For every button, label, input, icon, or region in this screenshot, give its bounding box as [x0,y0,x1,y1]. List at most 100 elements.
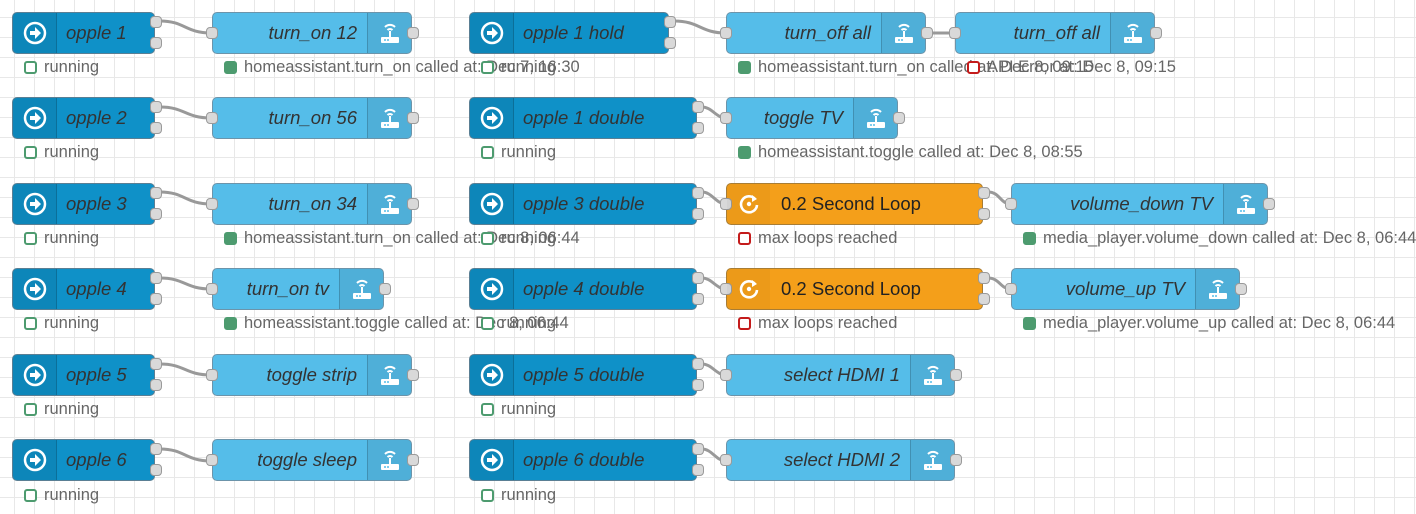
input-port[interactable] [720,112,732,124]
output-port[interactable] [921,27,933,39]
output-port[interactable] [664,37,676,49]
call-service-node-turn-on-12[interactable]: turn_on 12 [206,12,419,54]
node-status: running [481,57,556,77]
call-service-node-turn-on-tv[interactable]: turn_on tv [206,268,391,310]
inject-node-opple-4-double[interactable]: opple 4 double [469,268,704,310]
output-port[interactable] [692,101,704,113]
inject-node-opple-5[interactable]: opple 5 [12,354,162,396]
node-label: select HDMI 1 [783,364,900,385]
input-port[interactable] [206,454,218,466]
inject-node-opple-3[interactable]: opple 3 [12,183,162,225]
output-port[interactable] [692,379,704,391]
output-port[interactable] [150,101,162,113]
output-port[interactable] [150,187,162,199]
output-port[interactable] [692,122,704,134]
node-label: turn_on tv [246,278,329,299]
loop-node-0-2-second-loop[interactable]: 0.2 Second Loop [720,183,990,225]
output-port[interactable] [978,208,990,220]
output-port[interactable] [150,358,162,370]
output-port[interactable] [692,208,704,220]
inject-icon [470,440,514,480]
output-port[interactable] [379,283,391,295]
node-label: opple 3 double [523,193,645,214]
status-dot [481,317,494,330]
call-service-node-toggle-strip[interactable]: toggle strip [206,354,419,396]
output-port[interactable] [1263,198,1275,210]
input-port[interactable] [720,198,732,210]
output-port[interactable] [692,187,704,199]
call-service-node-select-hdmi-1[interactable]: select HDMI 1 [720,354,962,396]
input-port[interactable] [206,369,218,381]
output-port[interactable] [150,379,162,391]
inject-node-opple-5-double[interactable]: opple 5 double [469,354,704,396]
output-port[interactable] [150,208,162,220]
output-port[interactable] [692,443,704,455]
inject-node-opple-3-double[interactable]: opple 3 double [469,183,704,225]
call-service-node-toggle-sleep[interactable]: toggle sleep [206,439,419,481]
output-port[interactable] [692,272,704,284]
output-port[interactable] [150,122,162,134]
output-port[interactable] [978,272,990,284]
inject-node-opple-1[interactable]: opple 1 [12,12,162,54]
call-service-node-turn-on-56[interactable]: turn_on 56 [206,97,419,139]
output-port[interactable] [950,454,962,466]
inject-node-opple-1-double[interactable]: opple 1 double [469,97,704,139]
output-port[interactable] [150,464,162,476]
call-service-node-volume-down-tv[interactable]: volume_down TV [1005,183,1275,225]
output-port[interactable] [1235,283,1247,295]
inject-icon [13,355,57,395]
call-service-node-toggle-tv[interactable]: toggle TV [720,97,905,139]
output-port[interactable] [1150,27,1162,39]
node-status: homeassistant.turn_on called at: Dec 7, … [224,57,580,77]
input-port[interactable] [206,112,218,124]
output-port[interactable] [407,198,419,210]
call-service-node-turn-off-all[interactable]: turn_off all [949,12,1162,54]
output-port[interactable] [150,272,162,284]
output-port[interactable] [150,293,162,305]
inject-icon [470,355,514,395]
loop-node-0-2-second-loop[interactable]: 0.2 Second Loop [720,268,990,310]
input-port[interactable] [1005,198,1017,210]
call-service-node-turn-off-all[interactable]: turn_off all [720,12,933,54]
output-port[interactable] [692,358,704,370]
router-wifi-icon [339,269,383,309]
output-port[interactable] [692,293,704,305]
output-port[interactable] [407,112,419,124]
input-port[interactable] [206,283,218,295]
output-port[interactable] [978,293,990,305]
input-port[interactable] [720,454,732,466]
call-service-node-turn-on-34[interactable]: turn_on 34 [206,183,419,225]
call-service-node-volume-up-tv[interactable]: volume_up TV [1005,268,1247,310]
inject-node-opple-2[interactable]: opple 2 [12,97,162,139]
output-port[interactable] [150,16,162,28]
output-port[interactable] [150,37,162,49]
output-port[interactable] [150,443,162,455]
output-port[interactable] [407,454,419,466]
node-status: running [24,142,99,162]
output-port[interactable] [407,27,419,39]
inject-node-opple-1-hold[interactable]: opple 1 hold [469,12,676,54]
input-port[interactable] [1005,283,1017,295]
input-port[interactable] [206,198,218,210]
input-port[interactable] [720,27,732,39]
input-port[interactable] [206,27,218,39]
output-port[interactable] [978,187,990,199]
input-port[interactable] [720,369,732,381]
output-port[interactable] [692,464,704,476]
output-port[interactable] [664,16,676,28]
output-port[interactable] [893,112,905,124]
input-port[interactable] [720,283,732,295]
status-dot [224,61,237,74]
inject-node-opple-6-double[interactable]: opple 6 double [469,439,704,481]
call-service-node-select-hdmi-2[interactable]: select HDMI 2 [720,439,962,481]
inject-node-opple-4[interactable]: opple 4 [12,268,162,310]
status-dot [1023,232,1036,245]
input-port[interactable] [949,27,961,39]
node-label: volume_up TV [1065,278,1185,299]
inject-node-opple-6[interactable]: opple 6 [12,439,162,481]
node-label: turn_on 34 [268,193,357,214]
output-port[interactable] [950,369,962,381]
node-status: running [481,313,556,333]
node-label: opple 2 [66,107,127,128]
output-port[interactable] [407,369,419,381]
